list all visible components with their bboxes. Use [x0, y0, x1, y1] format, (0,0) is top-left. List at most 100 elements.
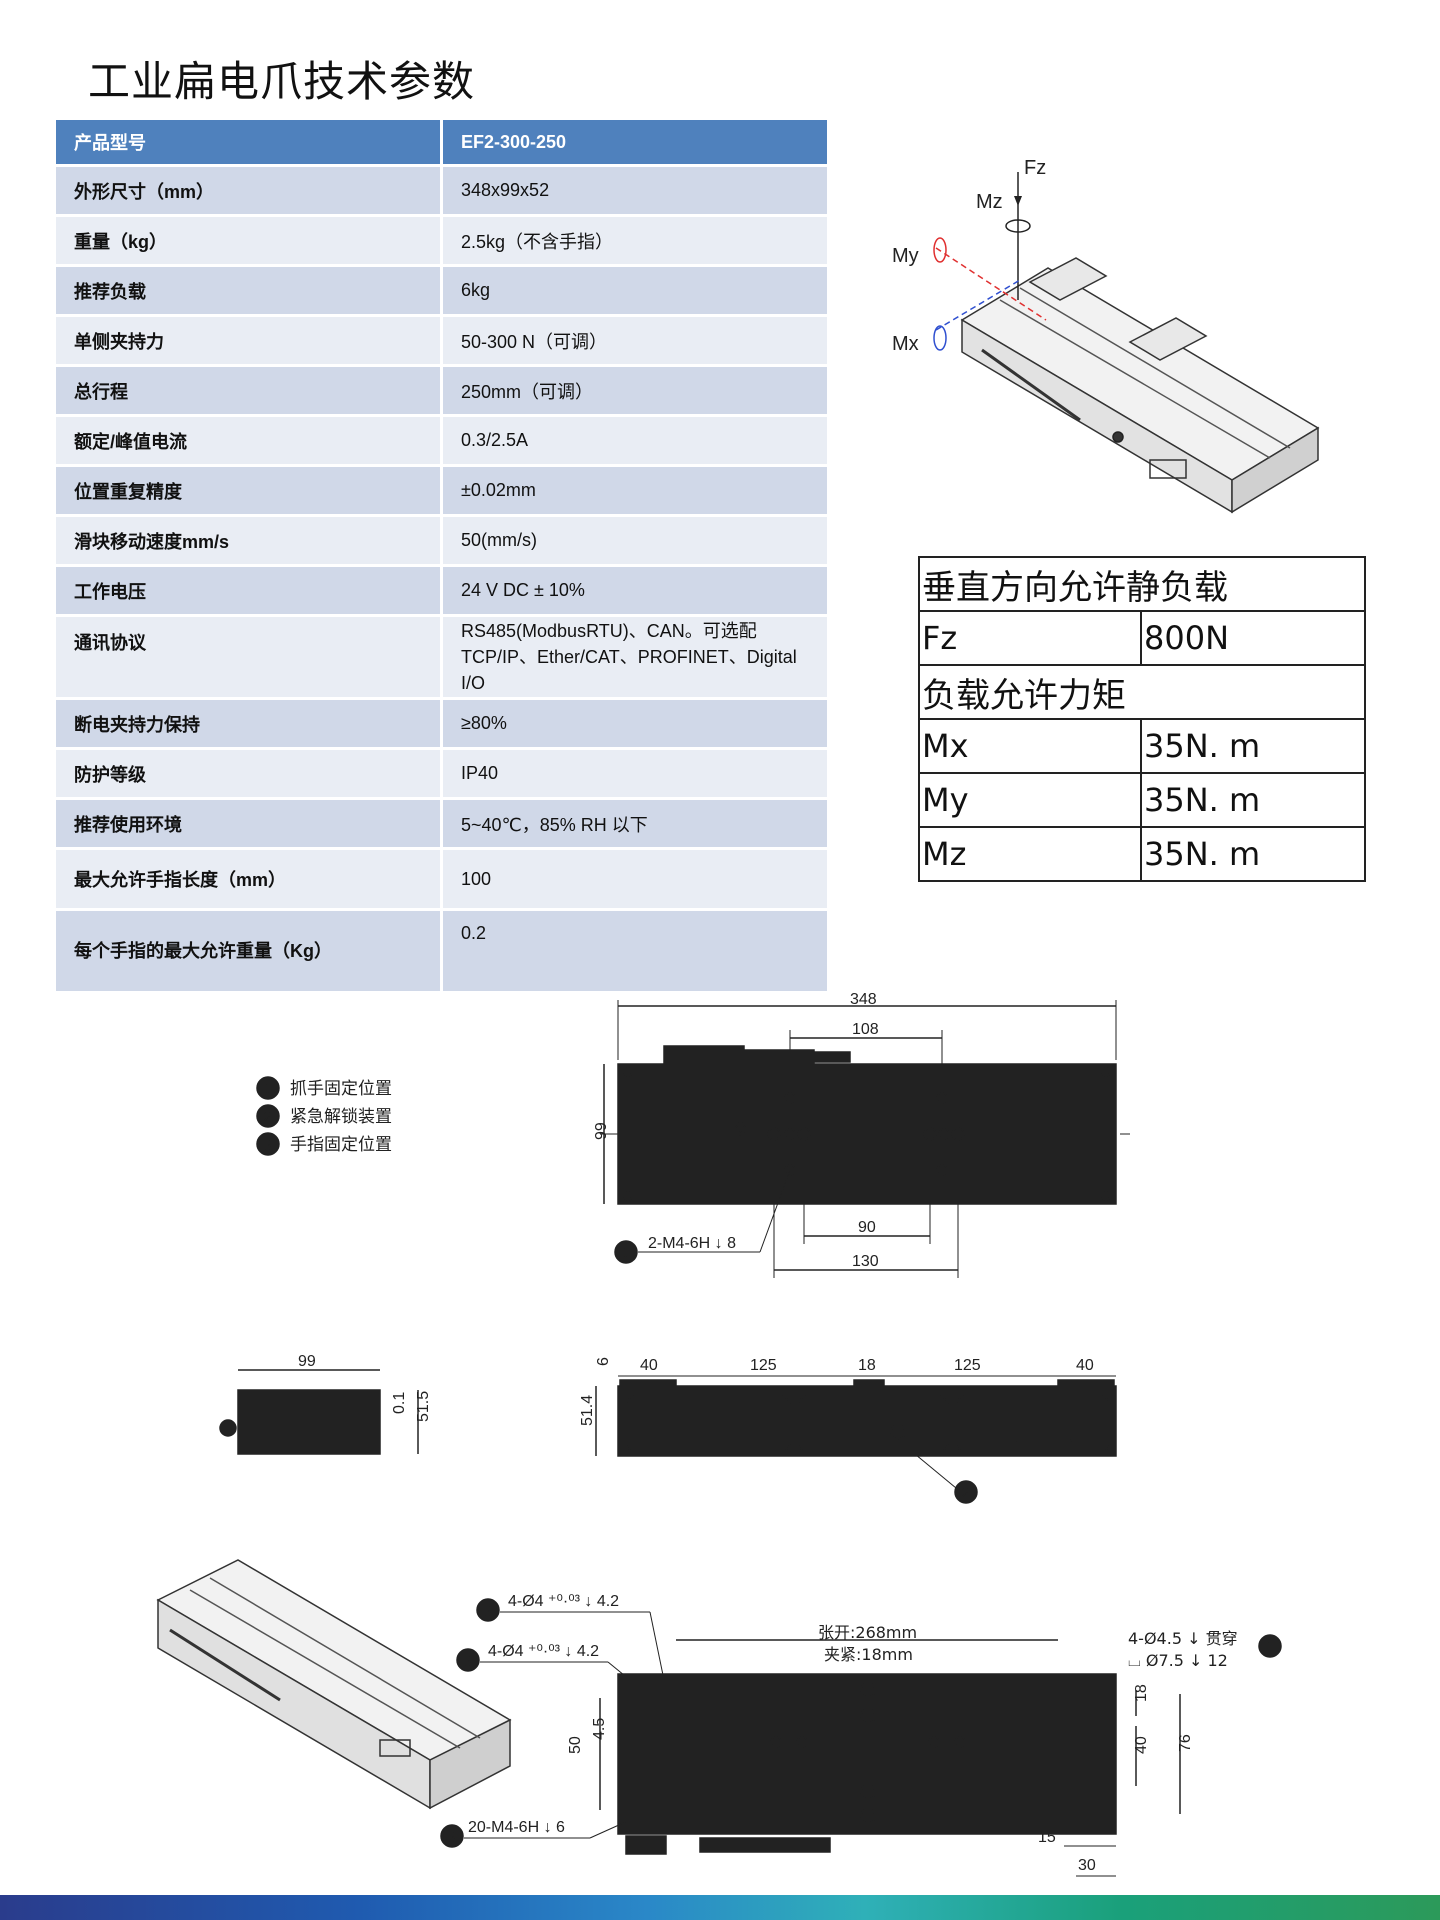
dim-45: 4.5: [591, 1718, 608, 1740]
spec-value: 2.5kg（不含手指）: [443, 217, 827, 267]
dim-40: 40: [1133, 1736, 1150, 1754]
gripper-isometric-bottom: [156, 1559, 512, 1810]
page-title: 工业扁电爪技术参数: [88, 57, 476, 106]
spec-header-row: 产品型号 EF2-300-250: [56, 120, 827, 167]
legend-item-2: 紧急解锁装置: [290, 1107, 392, 1127]
load-title-moment: 负载允许力矩: [918, 664, 1366, 720]
spec-value: 0.2: [443, 911, 827, 994]
svg-text:3: 3: [263, 1137, 271, 1154]
dim-76: 76: [1177, 1734, 1194, 1752]
dim-99: 99: [593, 1122, 610, 1140]
spec-label: 防护等级: [56, 750, 443, 800]
spec-row: 每个手指的最大允许重量（Kg）0.2: [56, 911, 827, 994]
callout-legend: 1 抓手固定位置 2 紧急解锁装置 3 手指固定位置: [256, 1076, 392, 1156]
spec-header-label: 产品型号: [56, 120, 443, 167]
dim-6: 6: [595, 1357, 612, 1366]
spec-label: 每个手指的最大允许重量（Kg）: [56, 911, 443, 994]
spec-row: 重量（kg）2.5kg（不含手指）: [56, 217, 827, 267]
fz-label: Fz: [918, 610, 1142, 666]
svg-text:1: 1: [1265, 1639, 1273, 1656]
spec-label: 工作电压: [56, 567, 443, 617]
spec-label: 总行程: [56, 367, 443, 417]
my-axis-label: My: [892, 245, 919, 267]
svg-text:2: 2: [263, 1109, 271, 1126]
fz-axis-label: Fz: [1024, 157, 1046, 179]
legend-item-3: 手指固定位置: [290, 1135, 392, 1155]
dim-30: 30: [1078, 1857, 1096, 1874]
spec-value: 250mm（可调）: [443, 367, 827, 417]
dim-18: 18: [1133, 1684, 1150, 1702]
spec-value: 24 V DC ± 10%: [443, 567, 827, 617]
spec-label: 断电夹持力保持: [56, 700, 443, 750]
note-through-hole-1: 4-Ø4.5 ↓ 贯穿: [1128, 1629, 1238, 1648]
dim-50: 50: [567, 1736, 584, 1754]
my-label: My: [918, 772, 1142, 828]
my-value: 35N. m: [1140, 772, 1366, 828]
top-view-drawing: 348 108 99 50 90 130 1 2-M4-6H ↓ 8: [593, 991, 1130, 1278]
spec-row: 外形尺寸（mm）348x99x52: [56, 167, 827, 217]
spec-label: 滑块移动速度mm/s: [56, 517, 443, 567]
hole-note-m4: 2-M4-6H ↓ 8: [648, 1235, 736, 1252]
gripper-isometric-view: Fz Mz My Mx: [892, 157, 1320, 514]
load-title-vertical: 垂直方向允许静负载: [918, 556, 1366, 612]
spec-label: 通讯协议: [56, 617, 443, 700]
spec-value: 348x99x52: [443, 167, 827, 217]
side-view-drawing: 40 125 18 125 40 6 51.4 2: [579, 1357, 1117, 1504]
dim-40a: 40: [640, 1357, 658, 1374]
spec-value: 50-300 N（可调）: [443, 317, 827, 367]
note-pin-hole-b: 4-Ø4 ⁺⁰·⁰³ ↓ 4.2: [488, 1643, 599, 1660]
spec-label: 重量（kg）: [56, 217, 443, 267]
mx-value: 35N. m: [1140, 718, 1366, 774]
dim-50: 50: [733, 1120, 750, 1138]
dim-99: 99: [298, 1353, 316, 1370]
note-through-hole-2: ⌴ Ø7.5 ↓ 12: [1128, 1651, 1228, 1670]
footer-color-band: [0, 1895, 1440, 1920]
spec-value: ≥80%: [443, 700, 827, 750]
svg-text:3: 3: [463, 1653, 471, 1670]
svg-text:1: 1: [621, 1245, 629, 1262]
spec-label: 推荐负载: [56, 267, 443, 317]
spec-label: 外形尺寸（mm）: [56, 167, 443, 217]
spec-value: 100: [443, 850, 827, 911]
mz-label: Mz: [918, 826, 1142, 882]
note-thread-hole: 20-M4-6H ↓ 6: [468, 1819, 565, 1836]
note-pin-hole-a: 4-Ø4 ⁺⁰·⁰³ ↓ 4.2: [508, 1593, 619, 1610]
dim-18: 18: [858, 1357, 876, 1374]
spec-row: 断电夹持力保持≥80%: [56, 700, 827, 750]
dim-01: 0.1: [391, 1392, 408, 1414]
dim-348: 348: [850, 991, 877, 1008]
svg-text:3: 3: [483, 1603, 491, 1620]
spec-value: 6kg: [443, 267, 827, 317]
spec-value: RS485(ModbusRTU)、CAN。可选配TCP/IP、Ether/CAT…: [443, 617, 827, 700]
dim-514: 51.4: [579, 1395, 596, 1426]
svg-text:1: 1: [263, 1081, 271, 1098]
spec-row: 最大允许手指长度（mm）100: [56, 850, 827, 911]
spec-label: 推荐使用环境: [56, 800, 443, 850]
mz-axis-label: Mz: [976, 191, 1003, 213]
spec-header-value: EF2-300-250: [443, 120, 827, 167]
spec-value: IP40: [443, 750, 827, 800]
dim-515: 51.5: [415, 1391, 432, 1422]
dim-125a: 125: [750, 1357, 777, 1374]
bottom-view-drawing: 张开:268mm 夹紧:18mm 3 4-Ø4 ⁺⁰·⁰³ ↓ 4.2 3 4-…: [440, 1593, 1282, 1877]
spec-label: 单侧夹持力: [56, 317, 443, 367]
end-view-drawing: 99 51.5 0.1: [219, 1353, 432, 1455]
mz-value: 35N. m: [1140, 826, 1366, 882]
svg-text:3: 3: [447, 1829, 455, 1846]
spec-value: 50(mm/s): [443, 517, 827, 567]
dim-130: 130: [852, 1253, 879, 1270]
spec-label: 位置重复精度: [56, 467, 443, 517]
spec-value: 0.3/2.5A: [443, 417, 827, 467]
fz-value: 800N: [1140, 610, 1366, 666]
legend-item-1: 抓手固定位置: [290, 1079, 392, 1099]
